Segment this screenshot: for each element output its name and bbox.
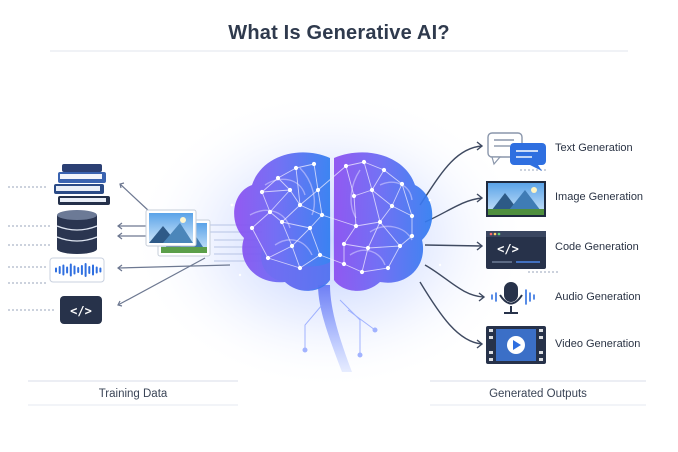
training-data-label: Training Data bbox=[98, 388, 168, 400]
output-label-code: Code Generation bbox=[555, 241, 639, 253]
video-player-icon bbox=[486, 326, 546, 364]
code-window-icon: </> bbox=[486, 231, 546, 269]
input-arrows bbox=[117, 182, 231, 307]
database-icon bbox=[56, 210, 98, 254]
svg-text:</>: </> bbox=[70, 304, 92, 318]
brain-stem bbox=[318, 285, 352, 372]
input-lines bbox=[8, 186, 56, 311]
stem-circuits bbox=[302, 299, 378, 358]
generated-outputs-label: Generated Outputs bbox=[489, 388, 587, 400]
microphone-icon bbox=[491, 282, 535, 314]
output-label-video: Video Generation bbox=[555, 338, 641, 350]
chat-bubbles-icon bbox=[487, 132, 546, 171]
landscape-image-icon bbox=[486, 181, 546, 217]
sparkles bbox=[230, 198, 442, 277]
landscape-image-icon bbox=[145, 209, 211, 257]
audio-waveform-icon bbox=[49, 257, 105, 283]
svg-text:</>: </> bbox=[497, 242, 519, 256]
code-icon: </> bbox=[60, 296, 102, 324]
brain-illustration bbox=[234, 152, 433, 291]
books-icon bbox=[54, 164, 110, 205]
page-title: What Is Generative AI? bbox=[228, 22, 450, 44]
output-label-text: Text Generation bbox=[555, 142, 633, 154]
output-label-image: Image Generation bbox=[555, 191, 644, 203]
output-label-audio: Audio Generation bbox=[555, 291, 641, 303]
